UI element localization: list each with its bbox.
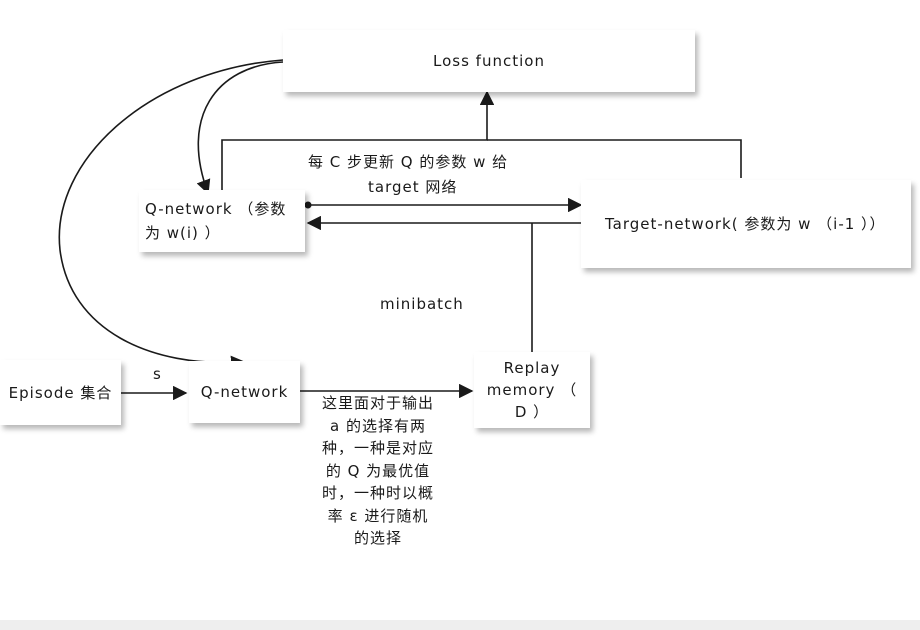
- q-network-top-label: Q-network （参数为 w(i) ）: [145, 200, 287, 242]
- q-network-bottom-node: Q-network: [189, 361, 300, 423]
- minibatch-label: minibatch: [380, 295, 464, 313]
- loss-function-node: Loss function: [283, 30, 695, 92]
- edge-origin-dot: [304, 201, 312, 209]
- state-label: s: [153, 365, 162, 383]
- episode-node: Episode 集合: [0, 360, 121, 425]
- episode-label: Episode 集合: [8, 383, 113, 402]
- replay-memory-node: Replay memory （ D ）: [474, 352, 590, 428]
- update-every-c-label: 每 C 步更新 Q 的参数 w 给: [308, 153, 509, 171]
- edge-target-to-loss: [487, 139, 742, 178]
- target-net-label: target 网络: [368, 178, 458, 196]
- bottom-strip: [0, 620, 920, 630]
- replay-memory-label: Replay memory （ D ）: [486, 359, 578, 421]
- q-network-bottom-label: Q-network: [200, 383, 289, 401]
- q-network-top-node: Q-network （参数为 w(i) ）: [139, 190, 305, 252]
- target-network-node: Target-network( 参数为 w （i-1 ））: [581, 180, 911, 268]
- edge-loss-to-qnet-bottom-curve: [58, 59, 284, 371]
- edge-qnet-to-loss: [221, 90, 495, 200]
- action-selection-note: 这里面对于输出 a 的选择有两种，一种是对应的 Q 为最优值时，一种时以概率 ε…: [322, 394, 435, 547]
- loss-function-label: Loss function: [433, 52, 545, 70]
- edge-loss-to-qnet-curve: [196, 61, 284, 195]
- target-network-label: Target-network( 参数为 w （i-1 ））: [605, 215, 886, 233]
